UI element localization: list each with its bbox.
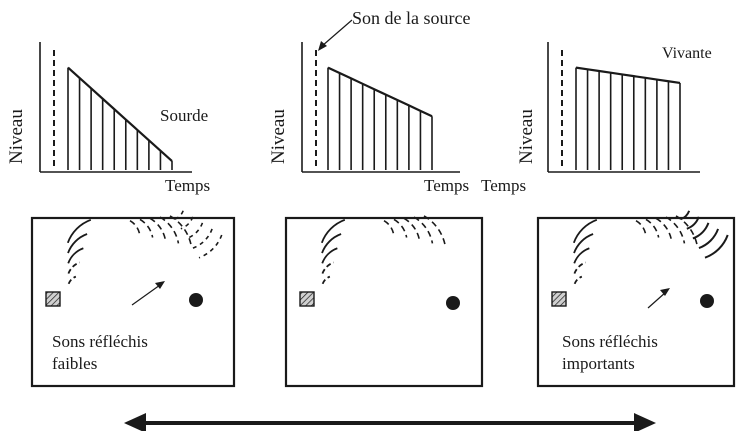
- sound-wave-arc: [198, 234, 223, 259]
- sound-waves: [66, 210, 223, 285]
- room-note-line-2: faibles: [52, 354, 98, 373]
- room-diagram-3: [536, 210, 736, 388]
- sound-wave-arc: [169, 215, 193, 247]
- sound-waves: [320, 215, 447, 285]
- listener-dot: [446, 296, 460, 310]
- curve-label-sourde: Sourde: [160, 106, 209, 125]
- sound-wave-arc: [423, 215, 447, 247]
- sound-wave-arc: [675, 215, 699, 247]
- sound-wave-arc: [573, 275, 583, 285]
- room-outline: [30, 216, 236, 388]
- listener-dot: [189, 293, 203, 307]
- sound-wave-arc: [321, 247, 338, 264]
- note-pointer-arrowhead: [660, 288, 670, 296]
- y-axis-label: Niveau: [516, 109, 537, 164]
- curve-label-vivante: Vivante: [662, 45, 712, 62]
- graph-sourde: [39, 42, 192, 173]
- sound-wave-arc: [180, 216, 194, 230]
- sound-wave-arc: [321, 275, 331, 285]
- envelope-line: [327, 66, 433, 118]
- sound-wave-arc: [321, 233, 342, 254]
- sound-waves: [572, 210, 729, 285]
- source-pointer-arrow: [321, 19, 353, 47]
- sound-wave-arc: [692, 222, 710, 240]
- envelope-bars: [67, 66, 173, 170]
- sound-wave-arc: [573, 247, 590, 264]
- note-pointer-arrow: [647, 291, 667, 309]
- room-outline: [536, 216, 736, 388]
- sound-wave-arc: [149, 217, 167, 241]
- note-pointer-arrow: [131, 284, 161, 306]
- sound-wave-arc: [393, 218, 408, 238]
- sound-wave-arc: [698, 228, 720, 250]
- room-note-line-2: importants: [562, 354, 635, 373]
- double-headed-arrow: [124, 413, 656, 431]
- sound-wave-arc: [573, 261, 586, 274]
- sound-wave-arc: [403, 217, 421, 241]
- source-sound-label: Son de la source: [352, 8, 471, 28]
- room-outline: [284, 216, 484, 388]
- envelope-bars: [575, 66, 681, 170]
- envelope-bars: [327, 66, 433, 170]
- sound-wave-arc: [665, 216, 686, 244]
- listener-dot: [700, 294, 714, 308]
- sound-wave-arc: [192, 228, 213, 249]
- sound-wave-arc: [572, 218, 598, 244]
- sound-wave-arc: [680, 210, 691, 221]
- sound-wave-arc: [129, 219, 141, 235]
- y-axis-label: Niveau: [6, 109, 27, 164]
- sound-wave-arc: [383, 219, 395, 235]
- sound-wave-arc: [67, 261, 80, 274]
- room-diagram-1: [30, 210, 236, 388]
- graph-middle: [301, 19, 460, 173]
- room-diagram-2: [284, 215, 484, 388]
- source-pointer-arrowhead: [318, 41, 327, 51]
- sound-source-square: [45, 291, 61, 307]
- sound-wave-arc: [635, 219, 647, 235]
- note-pointer-arrowhead: [155, 281, 165, 289]
- sound-wave-arc: [67, 247, 84, 264]
- x-axis-label: Temps: [424, 176, 470, 195]
- sound-wave-arc: [159, 216, 180, 244]
- sound-wave-arc: [686, 216, 700, 230]
- sound-wave-arc: [645, 218, 660, 238]
- sound-source-square: [551, 291, 567, 307]
- x-axis-label: Temps: [165, 176, 211, 195]
- sound-wave-arc: [139, 218, 154, 238]
- envelope-line: [67, 66, 173, 162]
- sound-wave-arc: [67, 275, 77, 285]
- sound-wave-arc: [67, 233, 88, 254]
- sound-wave-arc: [655, 217, 673, 241]
- sound-wave-arc: [573, 233, 594, 254]
- x-axis-label: Temps: [481, 176, 527, 195]
- sound-wave-arc: [704, 234, 729, 259]
- sound-wave-arc: [174, 210, 184, 220]
- y-axis-label: Niveau: [268, 109, 289, 164]
- envelope-line: [575, 66, 681, 85]
- sound-source-square: [299, 291, 315, 307]
- sound-wave-arc: [186, 222, 204, 240]
- sound-wave-arc: [320, 218, 346, 244]
- room-note-line-1: Sons réfléchis: [52, 332, 148, 351]
- graph-vivante: [547, 42, 700, 173]
- sound-wave-arc: [413, 216, 434, 244]
- sound-wave-arc: [66, 218, 92, 244]
- sound-wave-arc: [321, 261, 334, 274]
- room-note-line-1: Sons réfléchis: [562, 332, 658, 351]
